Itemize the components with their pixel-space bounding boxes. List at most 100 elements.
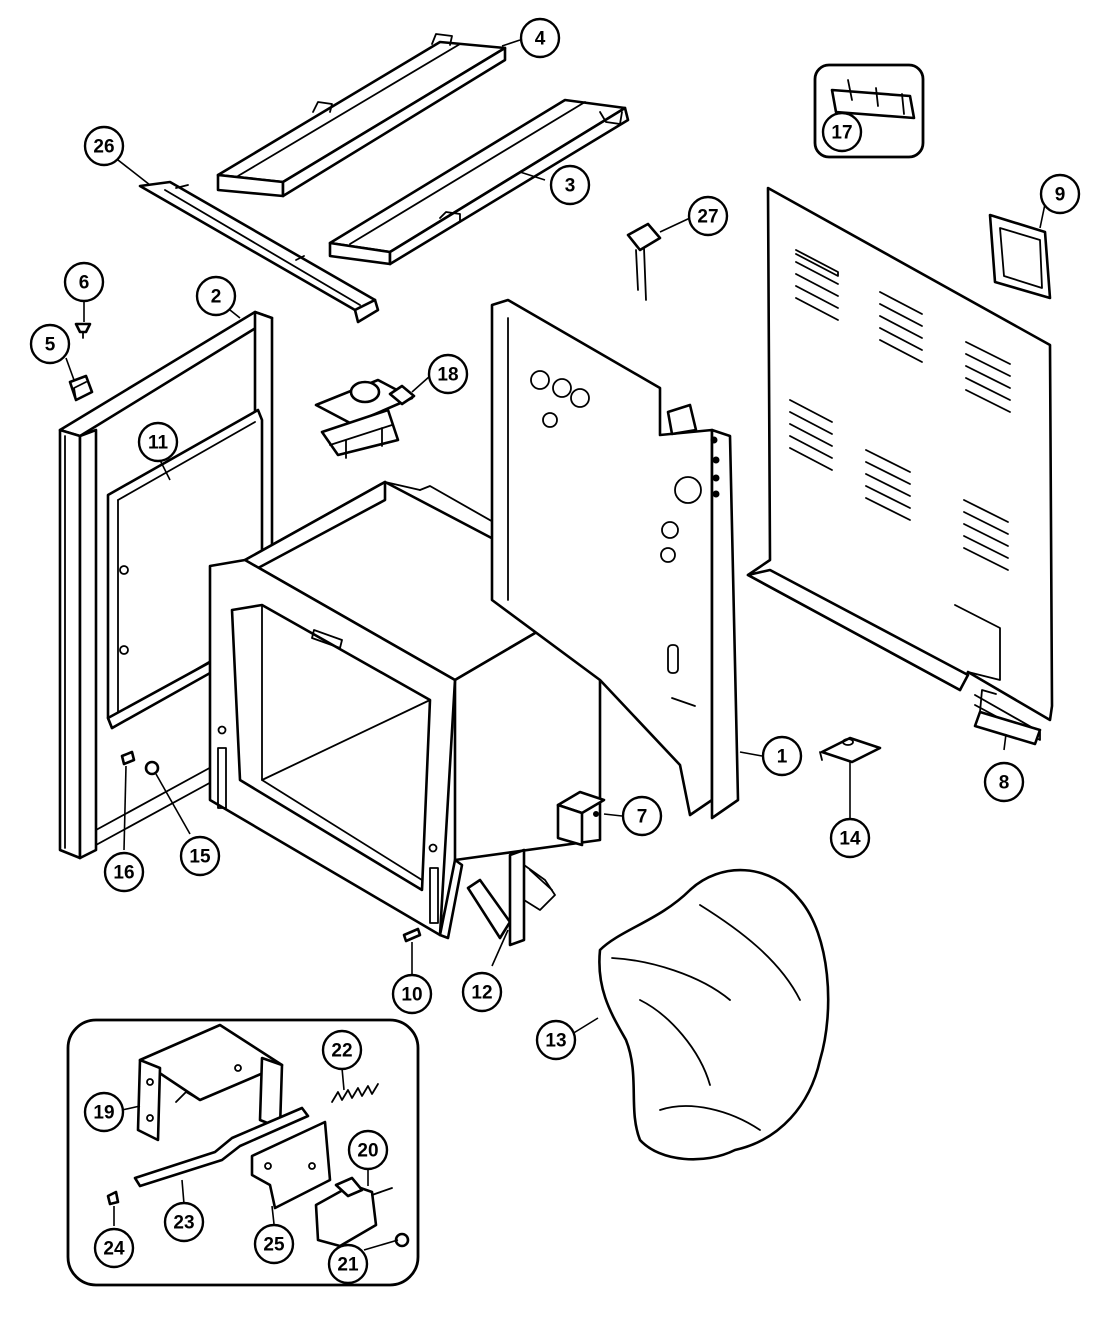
callout-number: 9 <box>1055 185 1066 206</box>
callout-number: 24 <box>103 1239 125 1260</box>
part-5-clip <box>68 374 94 402</box>
callout-16: 16 <box>103 851 145 893</box>
callout-number: 27 <box>697 207 718 228</box>
callout-8: 8 <box>983 761 1025 803</box>
callout-number: 1 <box>777 747 788 768</box>
callout-number: 3 <box>565 176 576 197</box>
callout-9: 9 <box>1039 173 1081 215</box>
callout-7: 7 <box>621 795 663 837</box>
callout-21: 21 <box>327 1243 369 1285</box>
callout-circle <box>519 17 561 59</box>
louvers <box>789 249 1011 571</box>
callout-circle <box>687 195 729 237</box>
callout-number: 20 <box>357 1141 378 1162</box>
callout-12: 12 <box>461 971 503 1013</box>
callout-number: 11 <box>148 433 169 454</box>
callout-3: 3 <box>549 164 591 206</box>
callout-2: 2 <box>195 275 237 317</box>
callout-27: 27 <box>687 195 729 237</box>
callout-circle <box>327 1243 369 1285</box>
part-12-hinge <box>466 848 556 947</box>
part-17-terminal-inset <box>813 63 925 159</box>
callout-number: 21 <box>337 1255 359 1276</box>
part-15-screw <box>144 760 160 776</box>
callout-number: 25 <box>263 1235 285 1256</box>
callout-number: 26 <box>93 137 114 158</box>
callout-number: 2 <box>211 287 222 308</box>
callout-circle <box>1039 173 1081 215</box>
callout-circle <box>103 851 145 893</box>
callout-1: 1 <box>761 735 803 777</box>
callout-circle <box>461 971 503 1013</box>
callout-15: 15 <box>179 835 221 877</box>
callout-number: 10 <box>401 985 422 1006</box>
callout-circle <box>93 1227 135 1269</box>
callout-circle <box>83 1091 125 1133</box>
part-4-top-rail <box>216 33 507 198</box>
callout-number: 5 <box>45 335 56 356</box>
callout-number: 8 <box>999 773 1010 794</box>
callout-number: 17 <box>831 123 852 144</box>
part-1-side-panel <box>490 298 740 820</box>
part-18-switch-assembly <box>314 378 416 459</box>
part-9-bracket <box>988 213 1052 300</box>
part-7-plate <box>556 790 606 847</box>
callout-number: 18 <box>437 365 458 386</box>
callout-circle <box>983 761 1025 803</box>
callout-circle <box>549 164 591 206</box>
callout-number: 13 <box>545 1031 566 1052</box>
callout-number: 15 <box>189 847 211 868</box>
callout-20: 20 <box>347 1129 389 1171</box>
callout-13: 13 <box>535 1019 577 1061</box>
callout-circle <box>321 1029 363 1071</box>
part-13-insulation <box>598 868 830 1161</box>
callout-19: 19 <box>83 1091 125 1133</box>
callout-circle <box>761 735 803 777</box>
callout-circle <box>391 973 433 1015</box>
callout-number: 6 <box>79 273 90 294</box>
callout-number: 22 <box>331 1041 352 1062</box>
callout-number: 19 <box>93 1103 114 1124</box>
callout-circle <box>427 353 469 395</box>
callout-number: 14 <box>839 829 861 850</box>
callout-10: 10 <box>391 973 433 1015</box>
callout-11: 11 <box>137 421 179 463</box>
callout-14: 14 <box>829 817 871 859</box>
callout-6: 6 <box>63 261 105 303</box>
leader-lines <box>65 39 1046 1251</box>
callout-4: 4 <box>519 17 561 59</box>
callout-5: 5 <box>29 323 71 365</box>
callout-26: 26 <box>83 125 125 167</box>
part-26-front-strip <box>138 180 380 324</box>
callout-22: 22 <box>321 1029 363 1071</box>
callout-circle <box>253 1223 295 1265</box>
part-10-screw <box>402 927 422 943</box>
callout-17: 17 <box>821 111 863 153</box>
callout-circle <box>535 1019 577 1061</box>
back-panel <box>746 186 1054 741</box>
callout-circle <box>29 323 71 365</box>
callout-circle <box>163 1201 205 1243</box>
callout-circle <box>83 125 125 167</box>
callout-circle <box>621 795 663 837</box>
callout-circle <box>829 817 871 859</box>
callout-circle <box>347 1129 389 1171</box>
callout-18: 18 <box>427 353 469 395</box>
oven-cavity <box>243 480 602 862</box>
callout-24: 24 <box>93 1227 135 1269</box>
callout-circle <box>179 835 221 877</box>
part-8-bracket <box>973 689 1042 746</box>
part-14-clip <box>819 736 882 764</box>
callout-25: 25 <box>253 1223 295 1265</box>
part-6-screw <box>74 322 92 339</box>
callout-number: 16 <box>113 863 134 884</box>
callout-circle <box>195 275 237 317</box>
callout-circle <box>137 421 179 463</box>
part-27-power-cord <box>626 222 662 301</box>
inset-door-latch <box>66 1018 420 1287</box>
part-3-rail <box>328 98 630 266</box>
oven-front-frame <box>208 558 464 940</box>
callout-number: 12 <box>471 983 492 1004</box>
